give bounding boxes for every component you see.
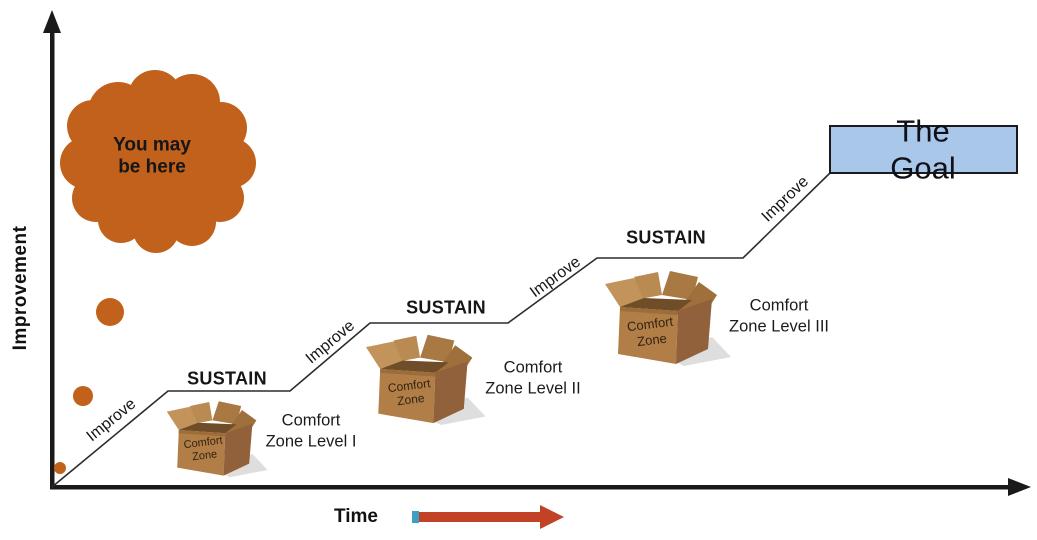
cloud-trail-dot-large	[96, 298, 124, 326]
box-2-comfort-zone-text: Comfort Zone	[387, 376, 432, 409]
cloud-trail-dot-small	[54, 462, 66, 474]
goal-label: The Goal	[890, 113, 956, 185]
comfort-zone-level-2-label: Comfort Zone Level II	[485, 358, 581, 397]
time-arrow-head	[540, 505, 564, 529]
comfort-zone-level-1-label: Comfort Zone Level I	[265, 411, 357, 450]
thought-cloud	[54, 70, 256, 474]
y-axis-line	[50, 28, 55, 489]
sustain-label-3: SUSTAIN	[626, 227, 706, 248]
cloud-trail-dot-medium	[73, 386, 93, 406]
box-1-comfort-zone-text: Comfort Zone	[182, 434, 224, 464]
box-3-comfort-zone-text: Comfort Zone	[626, 313, 674, 349]
time-arrow-icon	[412, 505, 564, 529]
sustain-label-1: SUSTAIN	[187, 368, 267, 389]
x-axis-line	[50, 485, 1012, 490]
comfort-zone-level-3-label: Comfort Zone Level III	[729, 296, 829, 335]
staircase-step-line	[51, 172, 831, 488]
y-axis-arrowhead-icon	[43, 10, 61, 33]
x-axis-arrowhead-icon	[1008, 478, 1031, 496]
thought-cloud-text: You may be here	[113, 134, 191, 178]
time-arrow-start-cap	[412, 511, 419, 523]
sustain-label-2: SUSTAIN	[406, 297, 486, 318]
time-arrow-shaft	[419, 512, 541, 522]
y-axis-label: Improvement	[9, 225, 31, 351]
axes	[43, 10, 1031, 496]
goal-box	[829, 125, 1018, 174]
x-axis-label: Time	[333, 505, 379, 527]
